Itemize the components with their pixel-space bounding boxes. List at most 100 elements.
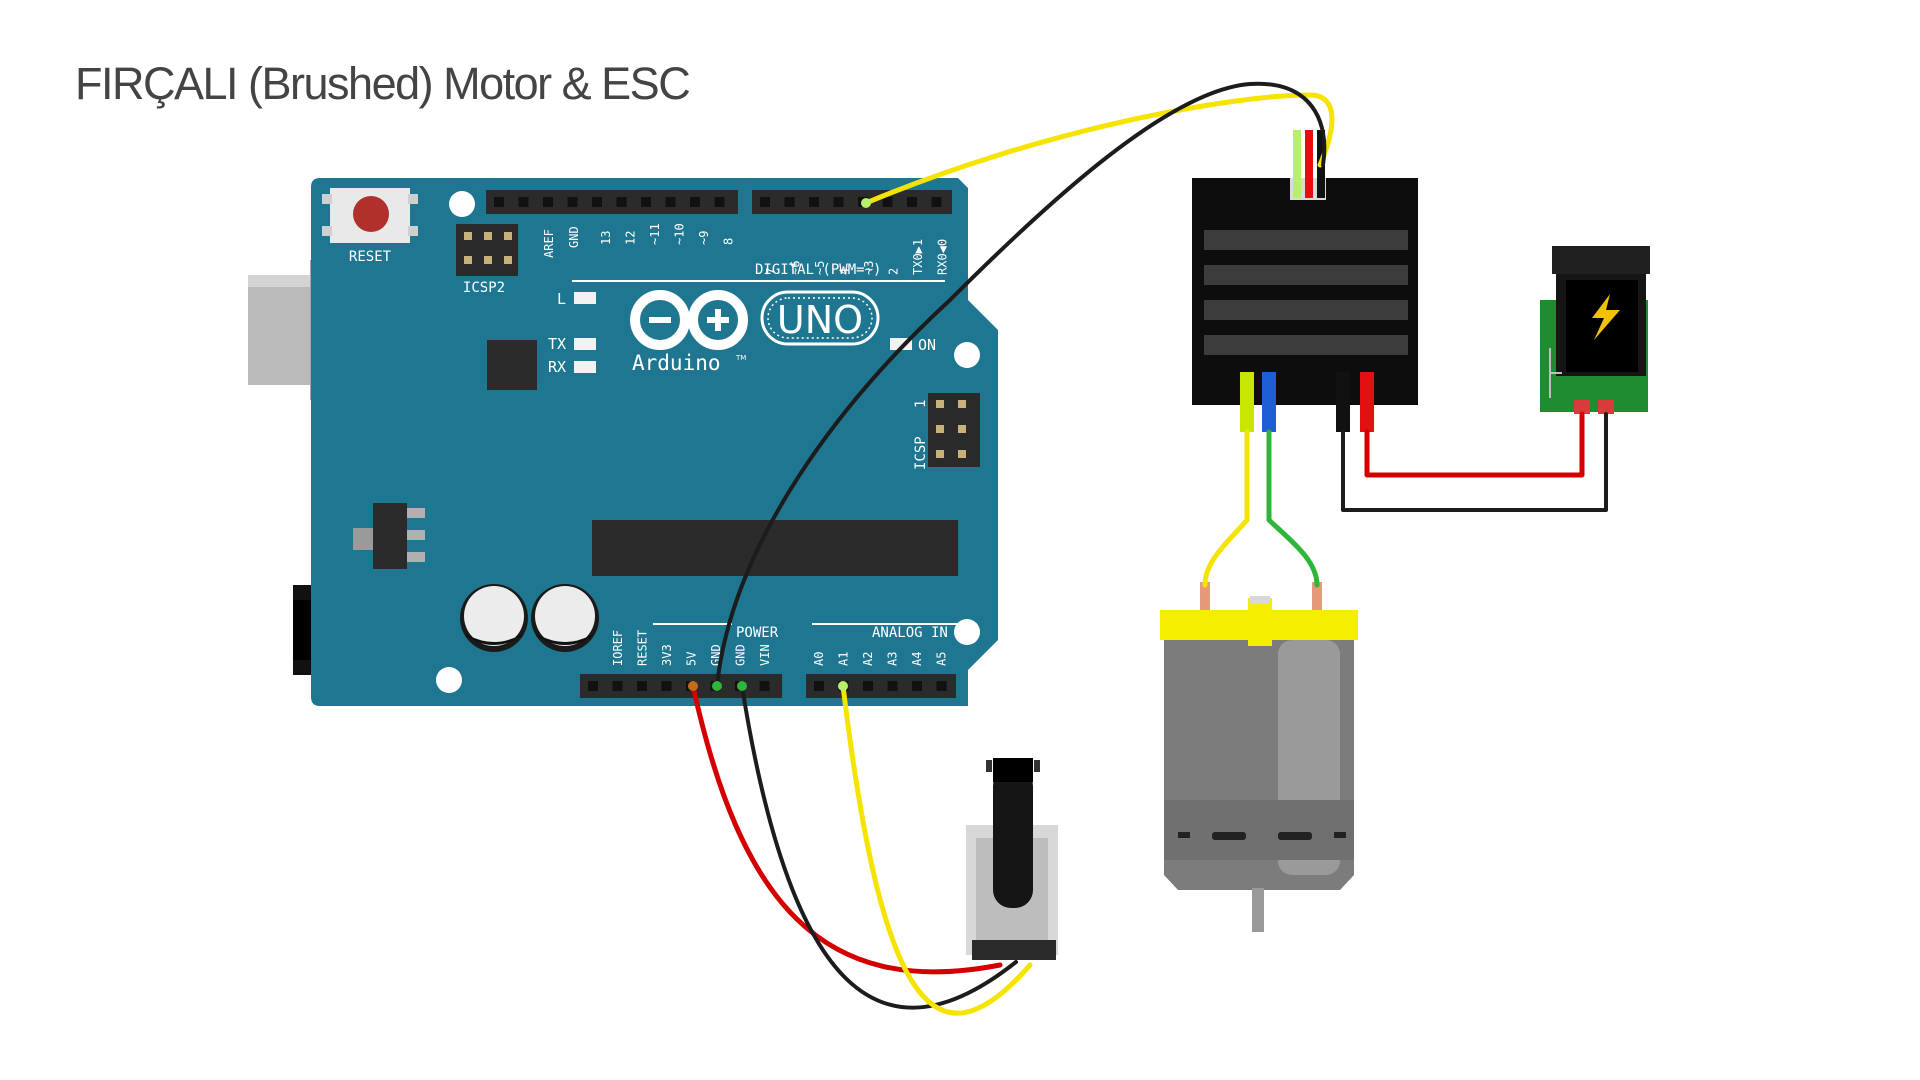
power-pin-label: IOREF [611,630,625,666]
lightning-bolt-icon [1592,294,1620,340]
esc-battery-input-black [1336,372,1350,432]
header-pin [567,197,578,207]
gnd-top-label: GND [567,226,581,248]
reset-label: RESET [349,249,392,265]
icsp-label: ICSP [913,436,929,470]
uno-badge [760,290,880,346]
motor-terminal-left [1200,582,1210,610]
wire-a1-to-pot [840,683,1033,1016]
digital-pin-label: 2 [887,268,901,275]
digital-header-right [752,190,952,214]
header-pin [882,197,893,207]
led-tx [574,338,596,350]
motor-shaft [1252,888,1264,932]
wire-gnd-to-pot [740,684,1018,1010]
wire-esc-to-motor-yellow [1202,429,1250,588]
dc-barrel-jack [1540,246,1650,414]
led-rx-label: RX [548,358,566,376]
header-pin [665,197,676,207]
power-label: POWER [736,625,779,641]
analog-header [806,674,956,698]
header-pin [833,197,844,207]
analog-pin-label: A5 [935,652,949,666]
reset-button[interactable] [322,188,418,243]
power-pin-label: 3V3 [660,644,674,666]
header-pin [936,681,947,691]
analog-pin-label: A1 [837,652,851,666]
header-pin [760,197,770,207]
digital-pin-label: RX0◀0 [936,239,950,275]
header-pin [912,681,922,691]
icsp-header [928,393,980,467]
digital-pin-label: 7 [764,268,778,275]
header-pin [661,681,672,691]
led-tx-label: TX [548,335,566,353]
arduino-logo [630,290,748,350]
header-pin [931,197,942,207]
motor-terminal-right [1312,582,1322,610]
header-pin [814,681,824,691]
digital-pin-label: 4 [838,268,852,275]
header-pin [612,681,623,691]
analog-label: ANALOG IN [872,625,948,641]
page-title: FIRÇALI (Brushed) Motor & ESC [75,58,691,109]
wire-gnd-to-esc [715,81,1327,688]
digital-pin-label: ~6 [789,261,803,275]
aref-label: AREF [542,229,556,258]
digital-pin-labels-right: 7 ~6 ~5 4 ~3 2 TX0▶1 RX0◀0 [764,239,950,275]
digital-pin-label: ~11 [648,223,662,245]
digital-pin-label: 8 [722,238,736,245]
microcontroller-chip [592,520,958,576]
analog-pin-label: A4 [910,652,924,666]
led-rx [574,361,596,373]
digital-pin-label: ~5 [813,261,827,275]
voltage-regulator [353,503,425,569]
power-pin-label: RESET [636,630,650,666]
digital-pin-label: TX0▶1 [911,239,925,275]
usb-chip [487,340,537,390]
icsp-pin-1-label: 1 [913,400,929,408]
capacitor-1 [460,584,528,652]
arduino-logo-tm: TM [735,354,746,362]
header-pin [637,681,647,691]
esc-motor-output-yellow [1240,372,1254,432]
analog-pin-label: A3 [886,652,900,666]
digital-label: DIGITAL (PWM=~) [755,262,881,278]
analog-pin-label: A0 [812,652,826,666]
header-pin [543,197,553,207]
wire-esc-to-motor-green [1266,429,1320,588]
digital-pin-label: ~3 [862,261,876,275]
header-pin [592,197,602,207]
header-pin [809,197,819,207]
header-pin [863,681,873,691]
digital-pin-label: 13 [599,231,613,245]
header-pin [641,197,651,207]
header-pin [714,197,725,207]
header-pin [907,197,917,207]
capacitor-2 [531,584,599,652]
digital-pin-label: ~10 [673,223,687,245]
header-pin [759,681,770,691]
esc-module [1192,128,1418,432]
led-l [574,292,596,304]
header-pin [887,681,898,691]
header-pin [784,197,795,207]
uno-label: UNO [777,298,863,342]
wire-5v-to-pot [690,683,1003,975]
wires [688,81,1608,1016]
power-pin-label: 5V [685,652,699,666]
wire-signal-d3-to-esc [863,92,1335,206]
potentiometer-knob [993,768,1033,908]
on-label: ON [918,336,936,354]
header-pin [616,197,627,207]
wire-esc-black-to-jack [1341,412,1608,512]
header-pin [518,197,529,207]
arduino-logo-text: Arduino [632,351,721,375]
icsp2-label: ICSP2 [463,280,505,296]
power-pin-label: GND [734,644,748,666]
esc-battery-input-red [1360,372,1374,432]
